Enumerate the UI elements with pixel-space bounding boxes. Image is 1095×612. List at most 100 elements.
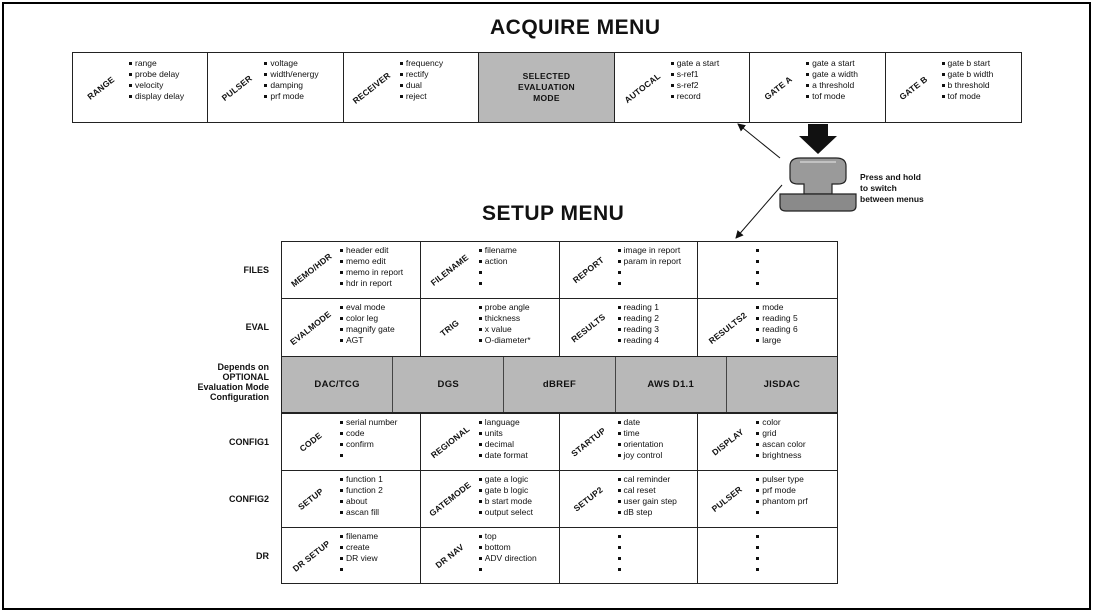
menu-item-blank[interactable] [756,564,837,575]
menu-item-ascan-fill[interactable]: ascan fill [340,507,420,518]
menu-item-b-threshold[interactable]: b threshold [941,80,1021,91]
menu-item-range[interactable]: range [129,58,207,69]
menu-item-s-ref2[interactable]: s-ref2 [670,80,749,91]
menu-item-image-in-report[interactable]: image in report [617,245,698,256]
menu-item-s-ref1[interactable]: s-ref1 [670,69,749,80]
optional-mode-jisdac[interactable]: JISDAC [763,379,801,390]
menu-item-bottom[interactable]: bottom [478,542,559,553]
menu-item-reading-3[interactable]: reading 3 [617,324,698,335]
menu-item-reading-2[interactable]: reading 2 [617,313,698,324]
menu-item-time[interactable]: time [617,428,698,439]
menu-item-header-edit[interactable]: header edit [340,245,420,256]
menu-item-magnify-gate[interactable]: magnify gate [340,324,420,335]
menu-item-hdr-in-report[interactable]: hdr in report [340,278,420,289]
menu-item-dr-view[interactable]: DR view [340,553,420,564]
menu-item-brightness[interactable]: brightness [756,450,837,461]
optional-mode-dac-tcg[interactable]: DAC/TCG [282,357,394,412]
menu-item-blank[interactable] [756,507,837,518]
menu-item-thickness[interactable]: thickness [478,313,559,324]
menu-item-units[interactable]: units [478,428,559,439]
menu-item-blank[interactable] [478,267,559,278]
optional-mode-dgs[interactable]: DGS [393,357,505,412]
menu-item-blank[interactable] [617,564,698,575]
menu-item-gate-b-logic[interactable]: gate b logic [478,485,559,496]
menu-item-top[interactable]: top [478,531,559,542]
menu-cell-blank[interactable] [698,242,837,298]
menu-item-ascan-color[interactable]: ascan color [756,439,837,450]
menu-item-blank[interactable] [756,553,837,564]
menu-item-blank[interactable] [478,564,559,575]
menu-item-reading-1[interactable]: reading 1 [617,302,698,313]
menu-item-gate-a-start[interactable]: gate a start [806,58,884,69]
menu-item-param-in-report[interactable]: param in report [617,256,698,267]
menu-item-function-1[interactable]: function 1 [340,474,420,485]
menu-item-blank[interactable] [617,542,698,553]
menu-item-confirm[interactable]: confirm [340,439,420,450]
menu-item-tof-mode[interactable]: tof mode [806,91,884,102]
menu-item-db-step[interactable]: dB step [617,507,698,518]
menu-item-phantom-prf[interactable]: phantom prf [756,496,837,507]
menu-item-gate-a-width[interactable]: gate a width [806,69,884,80]
menu-item-reading-6[interactable]: reading 6 [756,324,837,335]
menu-item-gate-a-start[interactable]: gate a start [670,58,749,69]
menu-item-blank[interactable] [756,267,837,278]
menu-item-o-diameter[interactable]: O-diameter* [478,335,559,346]
menu-item-gate-a-logic[interactable]: gate a logic [478,474,559,485]
menu-item-create[interactable]: create [340,542,420,553]
menu-item-cal-reminder[interactable]: cal reminder [617,474,698,485]
menu-item-orientation[interactable]: orientation [617,439,698,450]
menu-item-blank[interactable] [617,267,698,278]
menu-item-pulser-type[interactable]: pulser type [756,474,837,485]
menu-item-date[interactable]: date [617,417,698,428]
menu-item-a-threshold[interactable]: a threshold [806,80,884,91]
menu-item-width-energy[interactable]: width/energy [264,69,342,80]
menu-item-agt[interactable]: AGT [340,335,420,346]
menu-item-user-gain-step[interactable]: user gain step [617,496,698,507]
menu-item-rectify[interactable]: rectify [399,69,478,80]
menu-item-date-format[interactable]: date format [478,450,559,461]
menu-item-blank[interactable] [617,531,698,542]
menu-item-reading-5[interactable]: reading 5 [756,313,837,324]
menu-item-tof-mode[interactable]: tof mode [941,91,1021,102]
menu-item-reading-4[interactable]: reading 4 [617,335,698,346]
menu-item-prf-mode[interactable]: prf mode [756,485,837,496]
menu-item-blank[interactable] [617,553,698,564]
menu-item-x-value[interactable]: x value [478,324,559,335]
menu-item-cal-reset[interactable]: cal reset [617,485,698,496]
menu-item-blank[interactable] [756,542,837,553]
menu-item-memo-in-report[interactable]: memo in report [340,267,420,278]
menu-item-blank[interactable] [756,531,837,542]
menu-item-about[interactable]: about [340,496,420,507]
menu-item-damping[interactable]: damping [264,80,342,91]
menu-item-display-delay[interactable]: display delay [129,91,207,102]
menu-item-gate-b-start[interactable]: gate b start [941,58,1021,69]
menu-item-language[interactable]: language [478,417,559,428]
menu-cell-blank[interactable] [560,528,699,583]
menu-cell-blank[interactable] [698,528,837,583]
menu-item-grid[interactable]: grid [756,428,837,439]
menu-item-mode[interactable]: mode [756,302,837,313]
menu-item-filename[interactable]: filename [340,531,420,542]
menu-item-color-leg[interactable]: color leg [340,313,420,324]
menu-item-blank[interactable] [756,256,837,267]
